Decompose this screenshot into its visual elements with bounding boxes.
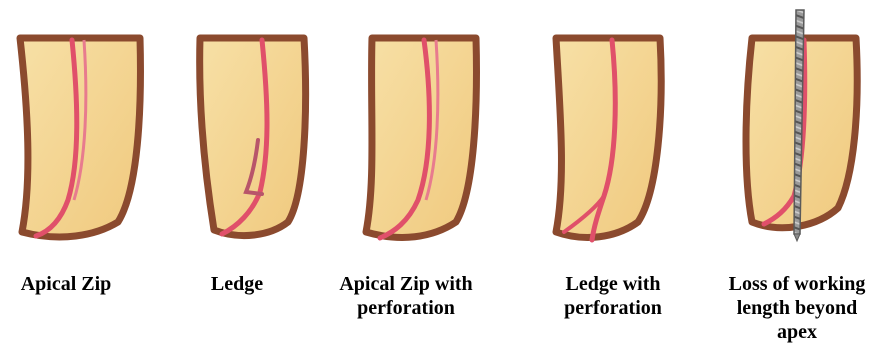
tooth-outline [366, 38, 476, 237]
label-apical-zip-perforation: Apical Zip with perforation [339, 272, 472, 320]
label-apical-zip: Apical Zip [21, 272, 112, 296]
apical-zip-tooth [20, 38, 140, 237]
apical-zip-perforation-tooth [366, 38, 476, 238]
ledge-perforation-tooth [556, 38, 661, 240]
label-ledge: Ledge [211, 272, 263, 296]
label-loss-working-length: Loss of working length beyond apex [729, 272, 866, 344]
tooth-outline [20, 38, 140, 237]
loss-working-length-tooth [746, 10, 857, 241]
label-ledge-perforation: Ledge with perforation [564, 272, 662, 320]
tooth-outline [556, 38, 661, 237]
ledge-tooth [200, 38, 306, 236]
